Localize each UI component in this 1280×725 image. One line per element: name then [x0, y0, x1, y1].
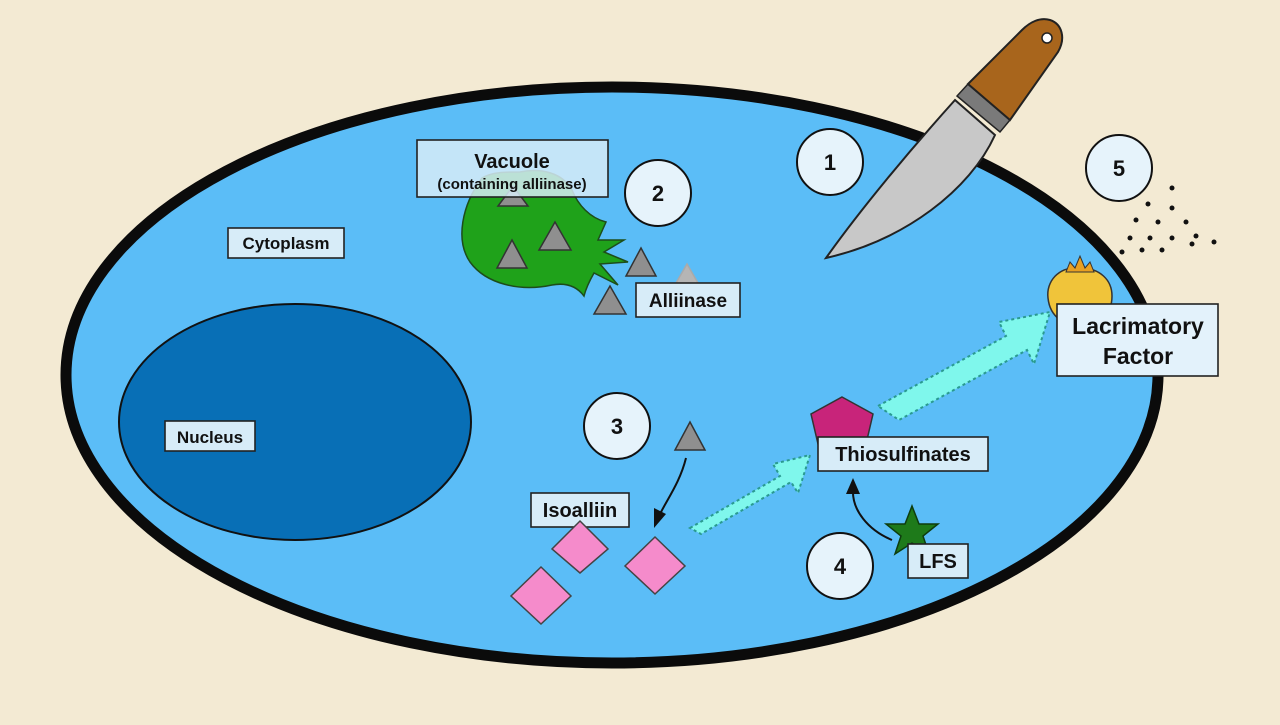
cytoplasm-label: Cytoplasm [243, 234, 330, 253]
step-5-number: 5 [1113, 156, 1125, 181]
arrow-to-thiosulfinates [687, 453, 812, 536]
isoalliin-diamond [623, 535, 687, 596]
arrowhead-thiosulfinates [846, 478, 860, 494]
vacuole-label: Vacuole [474, 151, 550, 173]
step-1-number: 1 [824, 150, 836, 175]
curved-arrow-alliinase-to-isoalliin [659, 457, 687, 515]
nucleus-label-box [164, 420, 256, 452]
lfs-star-icon [883, 503, 941, 556]
step-2-circle [624, 159, 692, 227]
alliinase-triangle [495, 238, 529, 269]
nucleus-shape [118, 303, 472, 541]
vacuole-sublabel: (containing alliinase) [437, 176, 586, 193]
lacrimatory-factor-label-box [1056, 303, 1219, 377]
isoalliin-diamond [550, 519, 610, 574]
alliinase-label: Alliinase [649, 291, 727, 312]
step-4-number: 4 [834, 554, 847, 579]
alliinase-triangle [537, 220, 573, 251]
alliinase-triangle [592, 284, 628, 315]
arrow-to-lacrimatory-factor [876, 310, 1052, 422]
alliinase-triangle [673, 420, 707, 451]
step-3-number: 3 [611, 414, 623, 439]
lacrimatory-factor-label-line1: Lacrimatory [1072, 313, 1204, 339]
knife-icon [823, 18, 1064, 260]
thiosulfinates-label-box [817, 436, 989, 472]
step-3-circle [583, 392, 651, 460]
step-5-circle [1085, 134, 1153, 202]
isoalliin-label: Isoalliin [543, 500, 617, 522]
cytoplasm-label-box [227, 227, 345, 259]
alliinase-label-box [635, 282, 741, 318]
step-4-circle [806, 532, 874, 600]
lfs-label: LFS [919, 551, 957, 573]
lfs-label-box [907, 543, 969, 579]
arrowhead-isoalliin [654, 508, 666, 528]
nucleus-label: Nucleus [177, 428, 243, 447]
vacuole-label-box [416, 139, 609, 198]
vapor-dots [1119, 185, 1217, 255]
lacrimatory-factor-label-line2: Factor [1103, 343, 1173, 369]
step-1-circle [796, 128, 864, 196]
isoalliin-diamond [509, 565, 573, 626]
thiosulfinates-label: Thiosulfinates [835, 444, 971, 466]
alliinase-triangle [624, 246, 658, 277]
step-2-number: 2 [652, 181, 664, 206]
curved-arrow-lfs-to-thiosulfinates [851, 489, 893, 541]
